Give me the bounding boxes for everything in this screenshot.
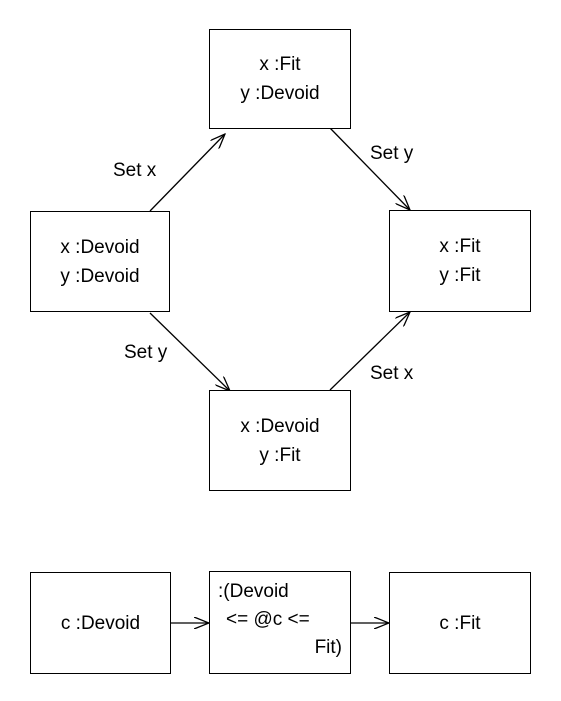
state-bottom-line1: x :Devoid [240,415,320,437]
constraint-line1: :(Devoid [218,581,289,602]
sequence-from-text: c :Devoid [60,612,141,634]
state-top: x :Fit y :Devoid [209,29,351,129]
state-top-line2: y :Devoid [240,83,320,104]
label-bottom-to-right: Set x [370,363,414,384]
state-bottom-line2: y :Fit [259,444,301,466]
arrow-start-to-bottom [149,312,230,391]
state-start-line1: x :Devoid [60,236,140,258]
sequence-from: c :Devoid [30,572,171,674]
state-right-line1: x :Fit [439,236,481,257]
constraint-line3: Fit) [314,637,342,658]
constraint-line2: <= @c <= [226,609,310,630]
state-right: x :Fit y :Fit [389,210,531,312]
state-start: x :Devoid y :Devoid [30,211,170,312]
arrow-start-to-top [149,134,225,212]
label-start-to-top: Set x [113,160,157,181]
sequence-constraint: :(Devoid <= @c <= Fit) [209,571,351,674]
label-top-to-right: Set y [370,143,414,164]
arrow-bottom-to-right [329,312,410,391]
arrow-top-to-right [329,127,410,210]
state-top-line1: x :Fit [259,54,301,75]
sequence-to-text: c :Fit [439,612,481,634]
state-start-line2: y :Devoid [60,265,140,287]
label-start-to-bottom: Set y [124,342,168,363]
sequence-to: c :Fit [389,572,531,674]
state-bottom: x :Devoid y :Fit [209,390,351,491]
state-right-line2: y :Fit [439,265,481,286]
